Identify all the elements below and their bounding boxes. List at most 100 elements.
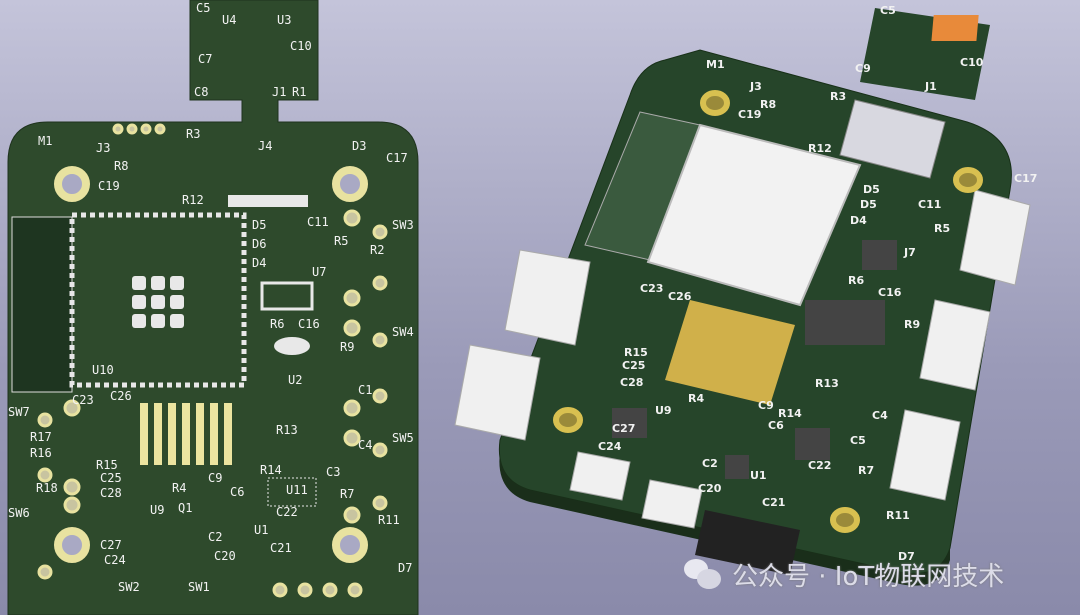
- silkscreen-label: C19: [98, 179, 120, 193]
- silkscreen-label: C5: [196, 1, 210, 15]
- silkscreen-label: C22: [808, 459, 831, 472]
- silkscreen-label: U4: [222, 13, 236, 27]
- silkscreen-label: SW1: [188, 580, 210, 594]
- silkscreen-label: C6: [768, 419, 784, 432]
- silkscreen-label: J1: [272, 85, 286, 99]
- silkscreen-label: J3: [96, 141, 110, 155]
- silkscreen-label: D7: [398, 561, 412, 575]
- silkscreen-label: R16: [30, 446, 52, 460]
- silkscreen-label: R4: [172, 481, 186, 495]
- silkscreen-label: R7: [340, 487, 354, 501]
- usb-connector-pads: [228, 195, 308, 207]
- silkscreen-label: D6: [252, 237, 266, 251]
- silkscreen-label: C20: [698, 482, 722, 495]
- silkscreen-label: U3: [277, 13, 291, 27]
- silkscreen-label: C24: [598, 440, 622, 453]
- silkscreen-label: C3: [326, 465, 340, 479]
- silkscreen-label: R11: [886, 509, 910, 522]
- antenna-keepout: [11, 216, 73, 393]
- thermal-pad: [132, 276, 184, 328]
- silkscreen-label: R12: [182, 193, 204, 207]
- silkscreen-label: C9: [758, 399, 774, 412]
- silkscreen-label: C24: [104, 553, 126, 567]
- silkscreen-label: R5: [334, 234, 348, 248]
- crystal: [274, 337, 310, 355]
- silkscreen-label: SW3: [392, 218, 414, 232]
- silkscreen-label: C10: [290, 39, 312, 53]
- silkscreen-label: C23: [72, 393, 94, 407]
- silkscreen-label: C4: [358, 438, 372, 452]
- silkscreen-label: C6: [230, 485, 244, 499]
- silkscreen-label: SW2: [118, 580, 140, 594]
- silkscreen-label: C21: [270, 541, 292, 555]
- silkscreen-label: C25: [622, 359, 645, 372]
- esp-module-pads: [69, 212, 247, 388]
- silkscreen-label: U9: [655, 404, 672, 417]
- silkscreen-label: D7: [898, 550, 915, 563]
- silkscreen-label: R2: [370, 243, 384, 257]
- silkscreen-label: R5: [934, 222, 950, 235]
- silkscreen-label: R3: [186, 127, 200, 141]
- u11-ic: [267, 477, 317, 507]
- silkscreen-label: C27: [100, 538, 122, 552]
- silkscreen-label: D5: [863, 183, 880, 196]
- silkscreen-label: R13: [815, 377, 839, 390]
- esp-module-shield: [646, 123, 862, 307]
- usb-c-connector: [839, 99, 946, 179]
- silkscreen-label: C26: [668, 290, 692, 303]
- silkscreen-label: D5: [860, 198, 877, 211]
- silkscreen-label: C2: [702, 457, 718, 470]
- silkscreen-label: SW7: [8, 405, 30, 419]
- silkscreen-label: C11: [307, 215, 329, 229]
- board-edge: [499, 440, 950, 586]
- orange-connector: [931, 15, 979, 41]
- silkscreen-label: D3: [352, 139, 366, 153]
- silkscreen-label: R13: [276, 423, 298, 437]
- silkscreen-label: C16: [878, 286, 902, 299]
- silkscreen-label: C23: [640, 282, 663, 295]
- silkscreen-label: R15: [96, 458, 118, 472]
- silkscreen-label: D4: [850, 214, 867, 227]
- silkscreen-label: U10: [92, 363, 114, 377]
- silkscreen-label: C11: [918, 198, 941, 211]
- silkscreen-label: C1: [358, 383, 372, 397]
- mounting-holes: [54, 166, 368, 563]
- silkscreen-label: R12: [808, 142, 832, 155]
- silkscreen-label: R6: [270, 317, 284, 331]
- silkscreen-label: SW4: [392, 325, 414, 339]
- silkscreen-label: M1: [38, 134, 52, 148]
- silkscreen-label: R7: [858, 464, 874, 477]
- silkscreen-label: R18: [36, 481, 58, 495]
- silkscreen-label: R8: [114, 159, 128, 173]
- silkscreen-label: R17: [30, 430, 52, 444]
- silkscreen-label: SW6: [8, 506, 30, 520]
- gold-fingers-3d: [665, 300, 795, 405]
- silkscreen-label: C10: [960, 56, 984, 69]
- silkscreen-label: U2: [288, 373, 302, 387]
- silkscreen-label: C5: [850, 434, 866, 447]
- silkscreen-label: D5: [252, 218, 266, 232]
- silkscreen-label: C16: [298, 317, 320, 331]
- silkscreen-label: J7: [903, 246, 916, 259]
- wechat-icon: [684, 558, 722, 591]
- u7-ic: [260, 281, 314, 311]
- watermark-text: 公众号 · IoT物联网技术: [732, 562, 1005, 592]
- silkscreen-label: C28: [620, 376, 643, 389]
- silkscreen-label: M1: [706, 58, 725, 71]
- gold-fingers: [140, 403, 232, 465]
- silkscreen-label: J1: [924, 80, 937, 93]
- silkscreen-label: R4: [688, 392, 704, 405]
- silkscreen-label: R14: [260, 463, 282, 477]
- through-hole-pads: [37, 123, 388, 598]
- silkscreen-label: R15: [624, 346, 648, 359]
- silkscreen-label: R6: [848, 274, 864, 287]
- silkscreen-label: C27: [612, 422, 635, 435]
- silkscreen-label: C22: [276, 505, 298, 519]
- silkscreen-label: Q1: [178, 501, 192, 515]
- ics-3d: [612, 240, 897, 479]
- silkscreen-label: C9: [855, 62, 871, 75]
- silkscreen-label: R9: [904, 318, 920, 331]
- silkscreen-label: C20: [214, 549, 236, 563]
